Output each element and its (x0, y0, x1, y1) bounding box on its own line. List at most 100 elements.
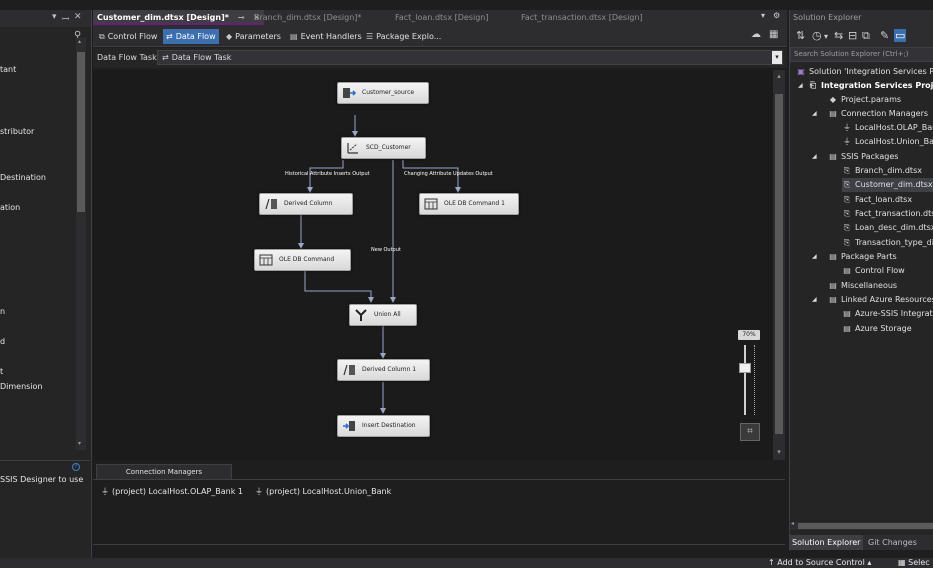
scroll-down-icon[interactable]: ▾ (78, 440, 82, 447)
pin-icon[interactable]: ⊸ (237, 13, 245, 22)
path-changing[interactable] (402, 160, 461, 193)
tree-package-item[interactable]: ⎘Branch_dim.dtsx (842, 164, 933, 178)
path-historical[interactable] (307, 160, 344, 193)
tab-solution-explorer[interactable]: Solution Explorer (789, 535, 864, 550)
connection-manager-union[interactable]: ⏚(project) LocalHost.Union_Bank (255, 486, 391, 497)
toolbox-item[interactable]: Dimension (0, 382, 43, 391)
zoom-to-fit-button[interactable]: ⌗ (740, 423, 760, 441)
dropdown-icon[interactable]: ▾ (52, 12, 57, 22)
solution-explorer-scroll-thumb[interactable] (798, 523, 933, 529)
tree-ssis-packages[interactable]: ◢▤SSIS Packages (812, 150, 898, 164)
component-customer-source[interactable]: Customer_source (337, 82, 429, 104)
chevron-down-icon[interactable]: ▾ (772, 51, 782, 64)
expand-icon[interactable]: ◢ (812, 253, 817, 260)
path-oledb-to-union[interactable] (304, 271, 374, 303)
tree-linked-azure[interactable]: ◢▤Linked Azure Resources (812, 293, 933, 307)
cloud-icon[interactable]: ☁ (751, 29, 761, 40)
tree-project[interactable]: ◢⎗Integration Services Proje (798, 79, 933, 93)
tab-customer-dim[interactable]: Customer_dim.dtsx [Design]* ⊸ ✕ (93, 10, 264, 25)
expand-icon[interactable]: ◢ (812, 110, 817, 117)
component-label: OLE DB Command (279, 256, 335, 263)
canvas-scroll-thumb[interactable] (775, 94, 783, 434)
tree-cm-union[interactable]: ⏚LocalHost.Union_Ba (842, 135, 933, 149)
zoom-slider-track[interactable] (744, 345, 746, 415)
expand-icon[interactable]: ◢ (798, 82, 803, 89)
tab-branch-dim[interactable]: Branch_dim.dtsx [Design]* (250, 10, 365, 25)
zoom-slider-thumb[interactable] (739, 363, 751, 374)
tree-azure-storage[interactable]: ▤Azure Storage (842, 322, 911, 336)
close-icon[interactable]: ✕ (74, 12, 82, 22)
connection-managers-tab[interactable]: Connection Managers (96, 464, 232, 479)
tab-git-changes[interactable]: Git Changes (868, 538, 917, 547)
tab-fact-transaction[interactable]: Fact_transaction.dtsx [Design] (517, 10, 647, 25)
component-scd-customer[interactable]: SCD_Customer (341, 137, 426, 159)
tab-control-flow[interactable]: ⧉Control Flow (96, 29, 160, 44)
switch-views-icon[interactable]: ⇅ (796, 29, 806, 42)
info-icon[interactable]: ? (72, 463, 80, 471)
tree-project-params[interactable]: ◆Project.params (828, 93, 901, 107)
expand-icon[interactable]: ◢ (812, 296, 817, 303)
properties-icon[interactable]: ✎ (880, 29, 890, 42)
scroll-left-icon[interactable]: ◂ (791, 520, 795, 527)
tree-miscellaneous[interactable]: ▤Miscellaneous (828, 279, 897, 293)
tree-solution[interactable]: ▣Solution 'Integration Services P (796, 65, 933, 79)
component-ole-db-command-1[interactable]: OLE DB Command 1 (419, 193, 519, 215)
toolbox-item[interactable]: ation (0, 203, 21, 212)
component-insert-destination[interactable]: Insert Destination (337, 415, 430, 437)
data-flow-task-icon: ⇄ (162, 53, 169, 62)
component-union-all[interactable]: Union All (349, 304, 417, 326)
tree-package-item[interactable]: ⎘Fact_transaction.dtsx (842, 207, 933, 221)
preview-icon[interactable]: ▭ (894, 29, 907, 42)
tree-package-item[interactable]: ⎘Customer_dim.dtsx (842, 178, 933, 193)
expand-icon[interactable]: ◢ (812, 153, 817, 160)
toolbox-item[interactable]: Destination (0, 173, 46, 182)
tab-event-handlers[interactable]: ▤Event Handlers (287, 29, 365, 44)
solution-explorer-search[interactable]: Search Solution Explorer (Ctrl+;) (790, 47, 933, 62)
component-derived-column-1[interactable]: Derived Column 1 (337, 359, 430, 381)
toolbox-item[interactable]: d (0, 337, 6, 346)
data-flow-task-select[interactable]: ⇄Data Flow Task ▾ (157, 50, 783, 65)
toolbox-scroll-thumb[interactable] (77, 52, 85, 212)
tree-package-item[interactable]: ⎘Fact_loan.dtsx (842, 193, 933, 207)
tree-cm-olap[interactable]: ⏚LocalHost.OLAP_Bar (842, 121, 933, 135)
gear-icon[interactable]: ⚙ (773, 11, 781, 20)
collapse-all-icon[interactable]: ⊟ (848, 29, 858, 42)
data-flow-canvas[interactable]: Historical Attribute Inserts Output Chan… (93, 70, 773, 460)
select-repository[interactable]: ▦ Selec (898, 558, 930, 568)
pin-icon[interactable]: ꟷ (62, 15, 70, 25)
tab-fact-loan[interactable]: Fact_loan.dtsx [Design] (391, 10, 492, 25)
tree-package-item[interactable]: ⎘Transaction_type_dim (842, 236, 933, 250)
scroll-up-icon[interactable]: ▴ (777, 72, 781, 80)
scroll-down-icon[interactable]: ▾ (777, 448, 781, 456)
component-ole-db-command[interactable]: OLE DB Command (254, 249, 351, 271)
tree-azure-ssis[interactable]: ▤Azure-SSIS Integratio (842, 307, 933, 321)
component-derived-column[interactable]: Derived Column (259, 193, 353, 215)
tree-label: LocalHost.OLAP_Bar (855, 123, 933, 132)
tree-control-flow[interactable]: ▤Control Flow (842, 264, 905, 278)
solution-explorer-hscroll[interactable]: ◂ (790, 520, 933, 530)
tab-parameters[interactable]: ◆Parameters (223, 29, 284, 44)
scroll-up-icon[interactable]: ▴ (78, 38, 82, 45)
tab-data-flow[interactable]: ⇄Data Flow (163, 29, 219, 44)
toolbox-item[interactable]: t (0, 367, 4, 376)
show-all-files-icon[interactable]: ⧉ (862, 29, 870, 42)
toolbox-item[interactable]: n (0, 307, 6, 316)
toolbox-scrollbar[interactable]: ▴ ▾ (76, 38, 86, 450)
tab-package-explorer[interactable]: ☰Package Explo... (363, 29, 444, 44)
canvas-scrollbar[interactable]: ▴ ▾ (773, 70, 785, 460)
tab-overflow-icon[interactable]: ▾ (761, 11, 766, 20)
chevron-down-icon[interactable]: ▾ (824, 32, 829, 41)
search-icon[interactable]: ⚲ (74, 30, 82, 41)
history-icon[interactable]: ◷ (812, 29, 822, 42)
tree-package-item[interactable]: ⎘Loan_desc_dim.dtsx (842, 221, 933, 235)
connection-manager-olap[interactable]: ⏚(project) LocalHost.OLAP_Bank 1 (101, 486, 243, 497)
tree-package-parts[interactable]: ◢▤Package Parts (812, 250, 897, 264)
tree-connection-managers[interactable]: ◢▤Connection Managers (812, 107, 928, 121)
connection-managers-area[interactable]: ⏚(project) LocalHost.OLAP_Bank 1 ⏚(proje… (93, 479, 785, 545)
toolbox-item[interactable]: tant (0, 65, 17, 74)
pending-changes-icon[interactable]: ⇆ (834, 29, 844, 42)
variables-icon[interactable]: ▦ (769, 29, 779, 40)
toolbox-item[interactable]: stributor (0, 127, 35, 136)
add-to-source-control[interactable]: ↑ Add to Source Control ▴ (768, 558, 872, 567)
close-icon[interactable]: ✕ (253, 13, 260, 22)
